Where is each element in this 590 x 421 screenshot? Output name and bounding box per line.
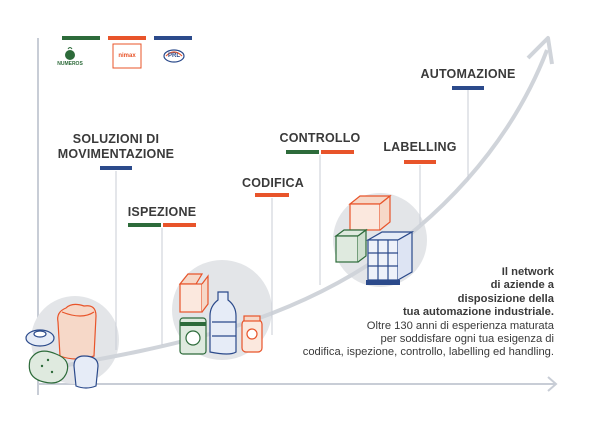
stage-automazione-label: AUTOMAZIONE xyxy=(420,67,516,81)
stage-ispezione-label: ISPEZIONE xyxy=(127,205,197,219)
network-description: Il network di aziende a disposizione del… xyxy=(294,266,554,360)
bar-ispezione-green xyxy=(128,223,161,227)
bar-automazione xyxy=(452,86,484,90)
numeros-logo: NUMEROS xyxy=(57,61,83,67)
stage-controllo-label: CONTROLLO xyxy=(279,131,361,145)
pml-logo: PRL xyxy=(168,53,180,59)
bar-nimax xyxy=(108,36,146,40)
description-line5: Oltre 130 anni di esperienza maturata xyxy=(366,319,554,332)
description-line6: per soddisfare ogni tua esigenza di xyxy=(380,333,554,346)
x-axis-arrow xyxy=(547,376,558,392)
growth-arrow-head xyxy=(526,36,554,65)
bar-movimentazione xyxy=(100,166,132,170)
stage-movimentazione-label: SOLUZIONI DI MOVIMENTAZIONE xyxy=(46,132,186,162)
description-line2: di aziende a xyxy=(490,279,554,292)
bar-pml xyxy=(154,36,192,40)
food-products-icon xyxy=(25,303,99,389)
stage-movimentazione-line1: SOLUZIONI DI xyxy=(72,132,160,146)
bar-controllo-orange xyxy=(321,150,354,154)
bar-codifica xyxy=(255,193,289,197)
nimax-logo: nimax xyxy=(118,53,136,59)
numeros-logo-mark xyxy=(65,47,75,60)
bar-numeros xyxy=(62,36,100,40)
pallet-boxes-icon xyxy=(334,194,415,285)
pml-logo-mark xyxy=(163,49,185,63)
bar-labelling xyxy=(404,160,436,164)
packaging-icon xyxy=(178,273,263,355)
description-line3: disposizione della xyxy=(457,292,554,305)
description-line1: Il network xyxy=(501,266,554,278)
stage-labelling-label: LABELLING xyxy=(383,140,457,154)
description-line4: tua automazione industriale. xyxy=(402,306,554,319)
stage-codifica-label: CODIFICA xyxy=(241,176,304,190)
nimax-logo-mark xyxy=(112,43,142,69)
bar-controllo-green xyxy=(286,150,319,154)
stage-movimentazione-line2: MOVIMENTAZIONE xyxy=(57,147,175,161)
description-line7: codifica, ispezione, controllo, labellin… xyxy=(302,346,554,359)
bar-ispezione-orange xyxy=(163,223,196,227)
